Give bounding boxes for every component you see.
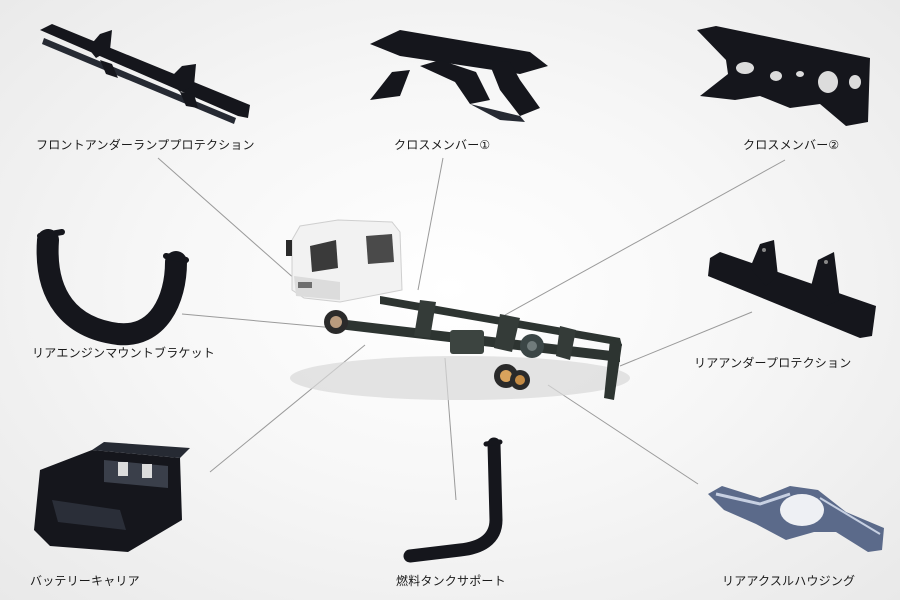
rear-under-protection-part [708, 240, 876, 338]
label-rear-engine-mount-bracket: リアエンジンマウントブラケット [32, 346, 216, 360]
fuel-tank-support-part [403, 437, 503, 563]
leader-line-cross-member-1 [417, 157, 444, 291]
cross-member-1-part [370, 30, 548, 122]
truck-chassis-illustration [286, 219, 630, 400]
label-battery-carrier: バッテリーキャリア [30, 574, 140, 588]
label-front-under-lamp-protection: フロントアンダーランププロテクション [36, 138, 255, 152]
leader-lines [157, 157, 786, 501]
label-cross-member-1: クロスメンバー① [394, 138, 491, 152]
rear-axle-housing-part [708, 486, 884, 552]
cross-member-2-part [697, 26, 870, 126]
label-cross-member-2: クロスメンバー② [743, 138, 840, 152]
leader-line-cross-member-2 [504, 159, 786, 316]
front-under-lamp-protection-part [40, 24, 250, 124]
label-fuel-tank-support: 燃料タンクサポート [396, 574, 506, 588]
leader-line-rear-under-protection [619, 311, 753, 367]
label-rear-axle-housing: リアアクスルハウジング [722, 574, 856, 588]
battery-carrier-part [34, 442, 190, 552]
leader-line-rear-axle-housing [547, 384, 699, 485]
leader-line-front-under-lamp [157, 157, 306, 289]
label-rear-under-protection: リアアンダープロテクション [694, 356, 852, 370]
leader-line-rear-engine-mount [181, 313, 336, 329]
rear-engine-mount-bracket-part [36, 229, 189, 346]
